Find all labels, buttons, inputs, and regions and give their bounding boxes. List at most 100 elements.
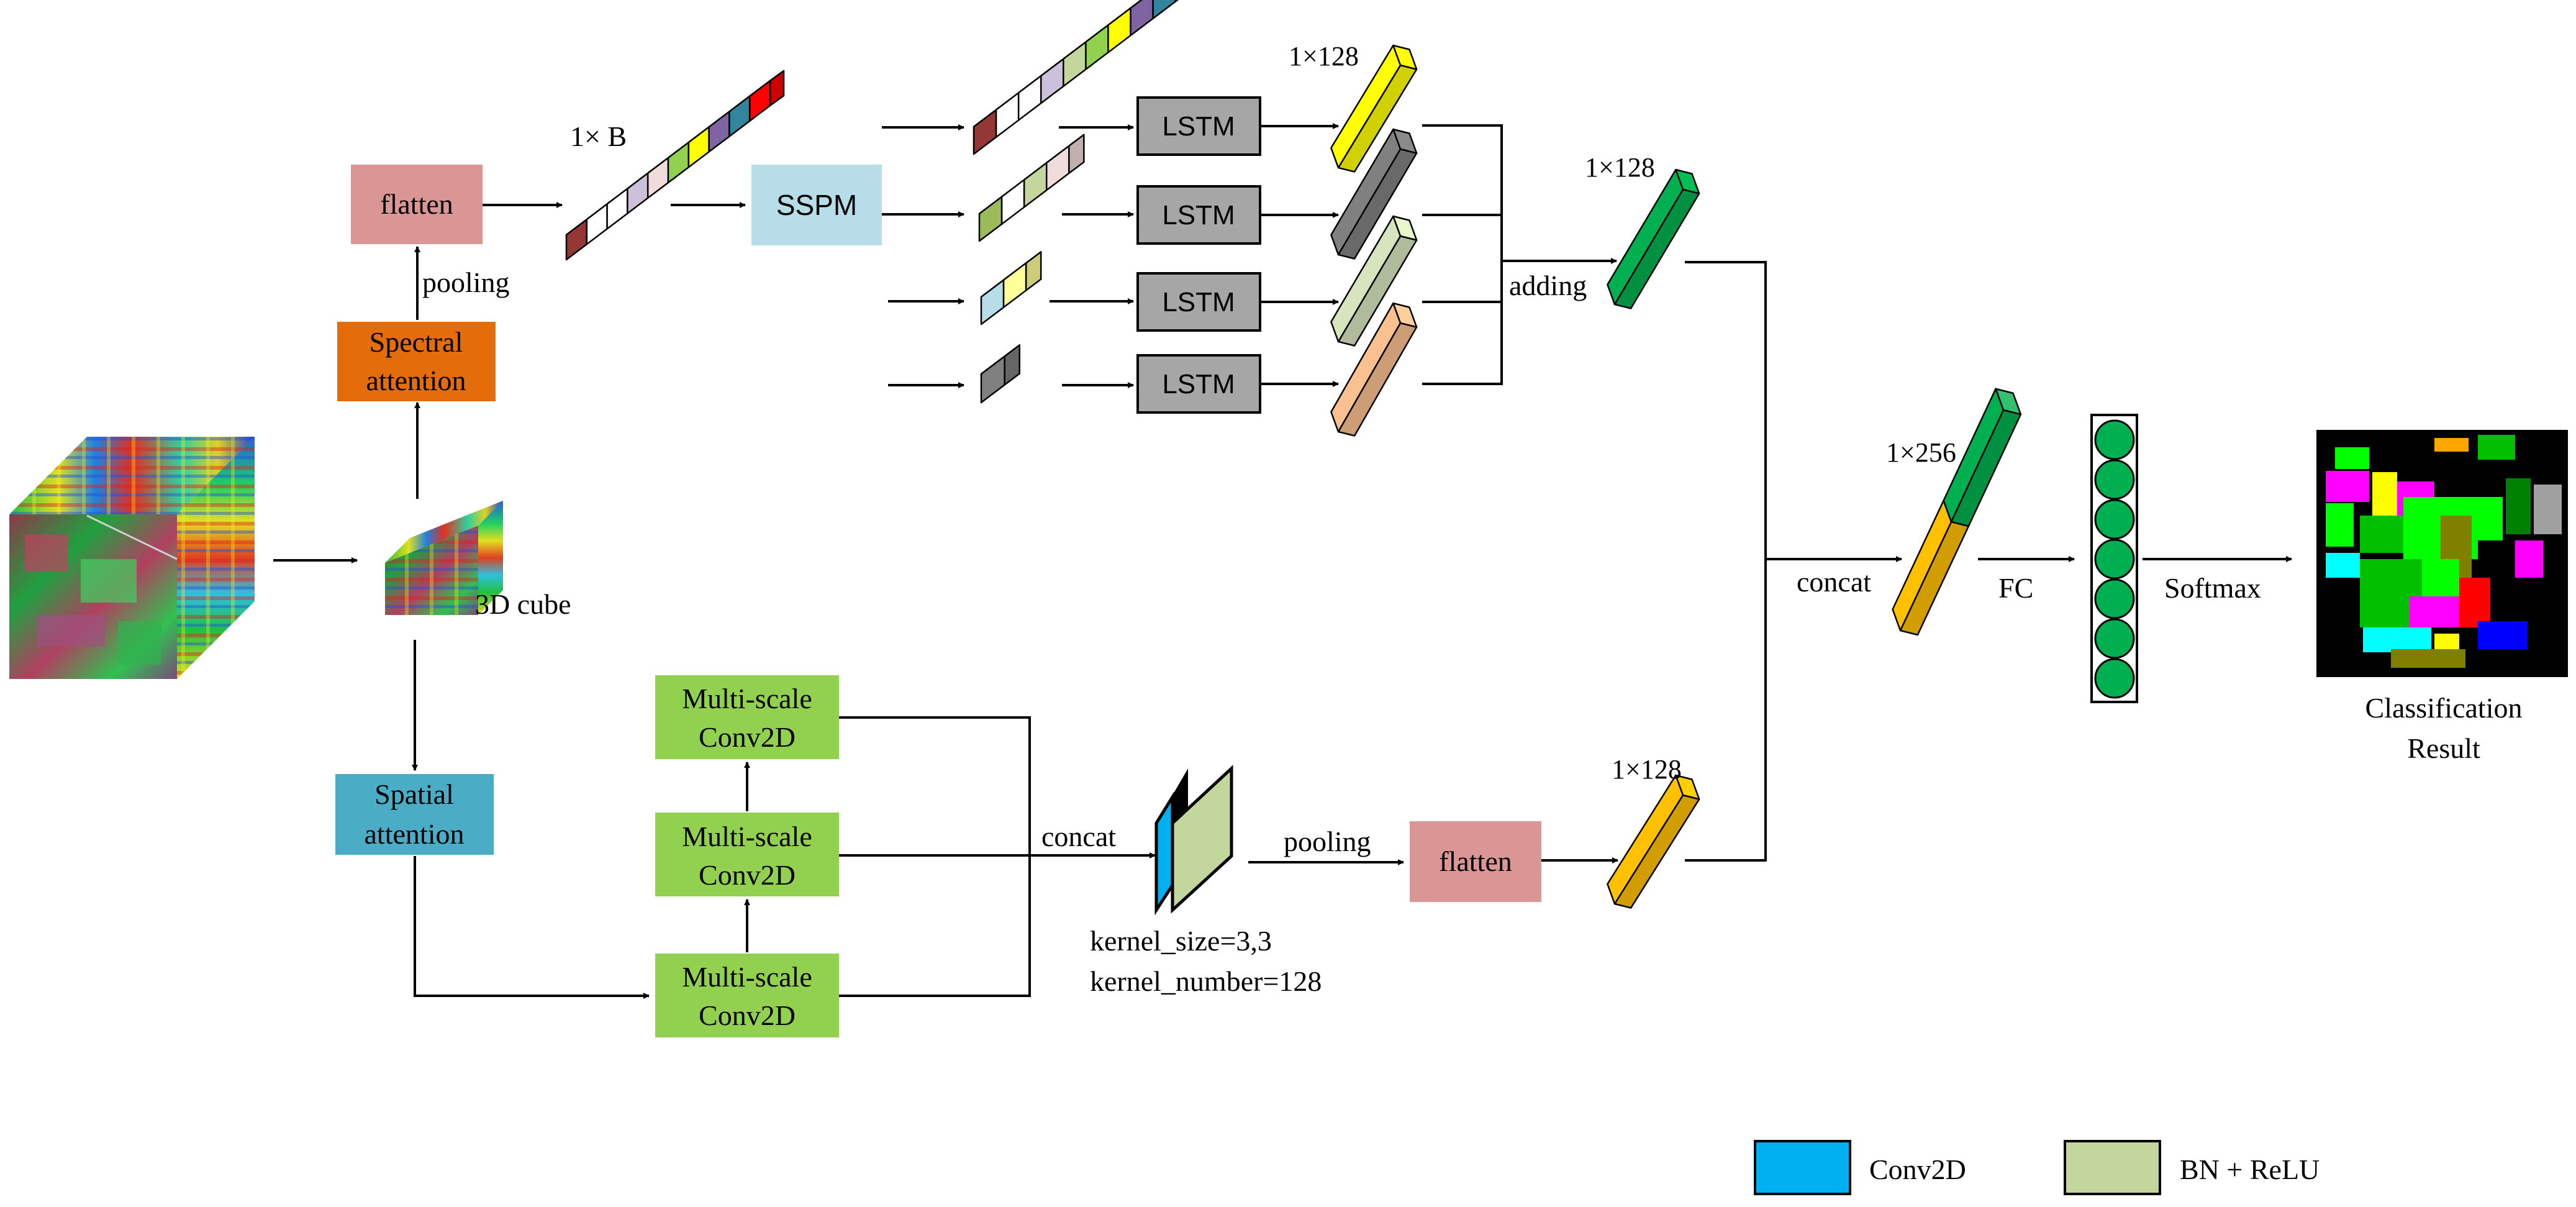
lstm-output-vector-yellow bbox=[1330, 44, 1418, 173]
multiscale-1-label-line2: Conv2D bbox=[699, 1000, 796, 1031]
kernel-number-label: kernel_number=128 bbox=[1090, 965, 1322, 997]
pyramid-level-4-vector bbox=[980, 344, 1020, 404]
concat-right-label: concat bbox=[1797, 566, 1871, 598]
vector-cell bbox=[646, 157, 669, 199]
spectral-attention-label-line1: Spectral bbox=[370, 326, 463, 358]
multiscale-3-label-line1: Multi-scale bbox=[682, 683, 812, 714]
vector-end-face bbox=[1025, 251, 1042, 291]
vector-cell bbox=[627, 172, 649, 214]
vector-cell bbox=[1107, 7, 1132, 53]
spatial-attention-label-line1: Spatial bbox=[374, 778, 454, 810]
vector-cell bbox=[1017, 75, 1042, 121]
vector-cell bbox=[973, 109, 997, 155]
fused-vector-size-label: 1×256 bbox=[1886, 437, 1956, 468]
vector-end-face bbox=[1068, 134, 1085, 175]
kernel-size-label: kernel_size=3,3 bbox=[1090, 925, 1272, 957]
conv2d-feature-map bbox=[1154, 791, 1174, 916]
lstm-3-label: LSTM bbox=[1162, 287, 1235, 317]
vector-end-face bbox=[1392, 302, 1418, 328]
fc-label: FC bbox=[1998, 572, 2033, 604]
lstm-box-2: LSTM bbox=[1136, 185, 1261, 245]
vector-end-face bbox=[1392, 44, 1418, 70]
lstm-output-vector-gray bbox=[1330, 128, 1418, 260]
classification-result-label-line1: Classification bbox=[2365, 692, 2523, 724]
legend: Conv2D BN + ReLU bbox=[1754, 1140, 2320, 1195]
lstm-box-3: LSTM bbox=[1136, 272, 1261, 332]
multiscale-conv2d-box-2: Multi-scale Conv2D bbox=[655, 813, 839, 896]
spatial-output-size-label: 1×128 bbox=[1612, 754, 1682, 785]
fused-vector-1x256 bbox=[1892, 388, 2022, 636]
cube3d-label: 3D cube bbox=[475, 588, 571, 620]
vector-cell bbox=[1063, 41, 1087, 88]
lstm-output-vector-peach bbox=[1330, 302, 1418, 437]
fc-neuron bbox=[2094, 499, 2135, 540]
vector-end-face bbox=[769, 70, 785, 107]
vector-cell bbox=[995, 92, 1020, 138]
sspm-box bbox=[751, 165, 882, 245]
fc-neuron bbox=[2094, 578, 2135, 619]
vector-cell bbox=[1023, 162, 1048, 208]
pooling-top-label: pooling bbox=[422, 266, 510, 298]
flatten-top-label: flatten bbox=[380, 188, 453, 220]
vector-end-face bbox=[1392, 215, 1418, 241]
fc-neuron bbox=[2094, 539, 2135, 580]
legend-conv2d-label: Conv2D bbox=[1869, 1154, 1966, 1185]
vector-cell bbox=[978, 196, 1003, 242]
concat-bottom-label: concat bbox=[1041, 821, 1116, 852]
classification-result-map bbox=[2316, 430, 2568, 677]
vector-end-face bbox=[1675, 168, 1700, 194]
vector-end-face bbox=[1004, 344, 1020, 386]
spatial-to-concat-line bbox=[1685, 559, 1767, 862]
lstm-output-vector-lightgreen bbox=[1330, 215, 1418, 347]
spectral-attention-box bbox=[337, 322, 496, 401]
legend-bn-relu-label: BN + ReLU bbox=[2180, 1154, 2320, 1185]
vector-cell bbox=[1130, 0, 1154, 37]
multiscale-1-label-line1: Multi-scale bbox=[682, 961, 812, 993]
lstm-2-label: LSTM bbox=[1162, 200, 1235, 230]
lstm-1-label: LSTM bbox=[1162, 111, 1235, 142]
vector-end-face bbox=[1675, 774, 1700, 800]
spatial-output-vector-gold bbox=[1607, 774, 1700, 909]
legend-bn-relu-swatch bbox=[2064, 1140, 2161, 1195]
lstm-box-1: LSTM bbox=[1136, 96, 1261, 156]
spatial-attention-box bbox=[335, 774, 494, 855]
vector-end-face bbox=[1392, 128, 1418, 154]
bn-relu-feature-map bbox=[1171, 765, 1233, 914]
multiscale-3-label-line2: Conv2D bbox=[699, 721, 796, 753]
multiscale-2-label-line2: Conv2D bbox=[699, 859, 796, 891]
fused-vector-end bbox=[1995, 388, 2022, 416]
softmax-label: Softmax bbox=[2164, 572, 2261, 604]
lstm-vector-size-label: 1×128 bbox=[1289, 41, 1359, 71]
spectral-output-size-label: 1×128 bbox=[1585, 152, 1655, 183]
adding-merge-bracket bbox=[1422, 124, 1503, 385]
flatten-box-top bbox=[351, 165, 483, 244]
vector-cell bbox=[606, 188, 628, 230]
fc-neuron bbox=[2094, 618, 2135, 659]
pooling-bottom-label: pooling bbox=[1284, 826, 1371, 857]
vector-cell bbox=[708, 111, 730, 153]
classification-result-label-line2: Result bbox=[2407, 732, 2480, 764]
vector-cell bbox=[1040, 58, 1064, 104]
vector-cell bbox=[565, 218, 588, 261]
spectral-output-vector-green bbox=[1607, 168, 1700, 309]
flatten-box-bottom bbox=[1410, 821, 1541, 902]
adding-label: adding bbox=[1509, 270, 1587, 301]
flatten-bottom-label: flatten bbox=[1439, 845, 1512, 877]
vector-cell bbox=[980, 355, 1005, 404]
legend-conv2d-swatch bbox=[1754, 1140, 1851, 1195]
vector-1xB-label: 1× B bbox=[570, 121, 627, 152]
pyramid-level-3-vector bbox=[980, 251, 1042, 326]
vector-cell bbox=[1000, 179, 1025, 225]
feature-map-stack bbox=[1154, 765, 1233, 916]
vector-cell bbox=[687, 126, 710, 168]
fc-neuron bbox=[2094, 658, 2135, 699]
fc-neuron bbox=[2094, 419, 2135, 460]
hyperspectral-input-cube bbox=[9, 437, 255, 679]
pyramid-level-1-vector bbox=[973, 0, 1179, 155]
lstm-4-label: LSTM bbox=[1162, 369, 1235, 399]
sspm-label: SSPM bbox=[776, 189, 857, 221]
vector-cell bbox=[667, 141, 690, 184]
pyramid-level-2-vector bbox=[978, 134, 1085, 242]
patch-3d-cube bbox=[385, 501, 503, 615]
